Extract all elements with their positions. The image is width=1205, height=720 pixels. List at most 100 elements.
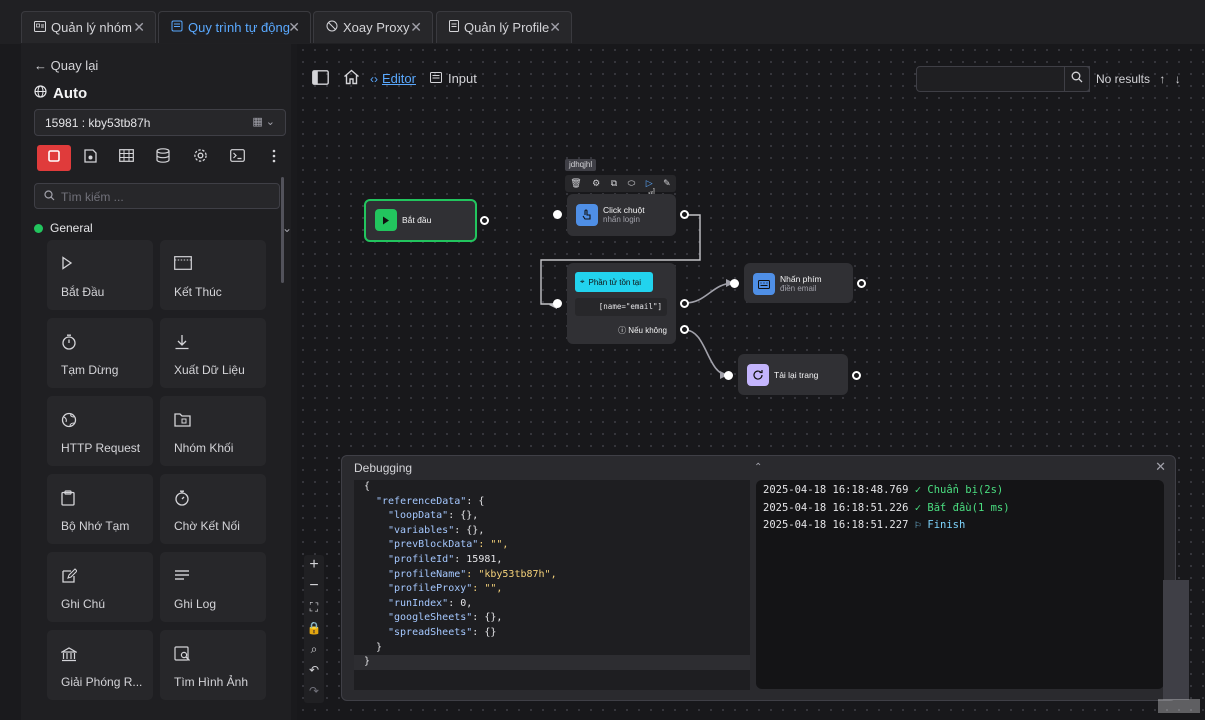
tab-xoay-proxy[interactable]: Xoay Proxy ✕ [313, 11, 433, 43]
node-keypress[interactable]: Nhấn phím điền email [744, 263, 853, 303]
workflow-icon [171, 20, 183, 35]
json-value: : {}, [448, 510, 478, 521]
sidebar-toolbar [37, 145, 287, 171]
undo-icon[interactable]: ↶ [305, 661, 323, 679]
json-key: "profileName" [388, 569, 466, 580]
lock-icon[interactable]: 🔒 [305, 619, 323, 637]
zoom-search-icon[interactable]: ⌕ [305, 640, 323, 658]
json-value: : {}, [454, 525, 484, 536]
terminal-button[interactable] [221, 145, 253, 171]
back-button[interactable]: ← Quay lại [34, 58, 98, 73]
node-input-handle[interactable] [730, 279, 739, 288]
json-line: "profileProxy": "", [354, 582, 750, 597]
node-output-handle[interactable] [680, 299, 689, 308]
zoom-out-icon[interactable]: − [305, 577, 323, 595]
gear-icon[interactable]: ⚙ [592, 178, 600, 189]
close-icon[interactable]: ✕ [1155, 459, 1166, 475]
arrow-left-icon: ← [34, 58, 47, 73]
log-entry: 2025-04-18 16:18:51.227 ⚐ Finish [763, 519, 1157, 537]
node-output-handle[interactable] [680, 210, 689, 219]
block-card-xuat-du-lieu[interactable]: Xuất Dữ Liệu [160, 318, 266, 388]
json-line: "profileName": "kby53tb87h", [354, 568, 750, 583]
log-message: Chuẩn bị(2s) [927, 484, 1003, 496]
node-start[interactable]: Bắt đầu [364, 199, 477, 242]
node-output-handle[interactable] [857, 279, 866, 288]
toggle-icon[interactable]: ⬭ [628, 178, 636, 189]
node-else-handle[interactable] [680, 325, 689, 334]
check-icon: ✓ [915, 484, 928, 496]
tab-quy-trinh-tu-dong[interactable]: Quy trình tự động ✕ [158, 11, 311, 43]
record-button[interactable] [37, 145, 71, 171]
more-vertical-icon [272, 149, 276, 168]
edit-pencil-icon[interactable]: ✎ [663, 178, 671, 189]
gear-icon [193, 148, 208, 168]
node-reload-page[interactable]: Tải lại trang [738, 354, 848, 395]
chevron-up-icon[interactable]: ⌃ [754, 462, 762, 473]
group-header-general[interactable]: General ⌄ [34, 221, 280, 235]
debugging-panel: Debugging ⌃ ✕ {"referenceData": {"loopDa… [341, 455, 1176, 701]
tab-quan-ly-nhom[interactable]: Quản lý nhóm ✕ [21, 11, 156, 43]
sidebar-scrollbar[interactable] [281, 177, 284, 283]
json-value: : 0, [448, 598, 472, 609]
block-card-bo-nho-tam[interactable]: Bộ Nhớ Tạm [47, 474, 153, 544]
trash-icon[interactable]: 🗑 [570, 178, 581, 189]
block-card-giai-phong[interactable]: Giải Phóng R... [47, 630, 153, 700]
finish-flag-icon [174, 256, 192, 275]
json-line: "spreadSheets": {} [354, 626, 750, 641]
close-icon[interactable]: ✕ [133, 19, 145, 36]
close-icon[interactable]: ✕ [410, 19, 422, 36]
log-time: 2025-04-18 16:18:48.769 [763, 484, 915, 496]
stopwatch-icon [174, 490, 190, 511]
tab-quan-ly-profile[interactable]: Quản lý Profile ✕ [436, 11, 572, 43]
workflow-canvas[interactable]: ‹› Editor Input No results ↑ ↓ Bắt đầu j… [297, 44, 1205, 720]
close-icon[interactable]: ✕ [549, 19, 561, 36]
json-key: "profileProxy" [388, 583, 472, 594]
reference-data-json[interactable]: {"referenceData": {"loopData": {},"varia… [354, 480, 750, 690]
block-card-cho-ket-noi[interactable]: Chờ Kết Nối [160, 474, 266, 544]
settings-button[interactable] [184, 145, 216, 171]
block-search-input[interactable]: Tìm kiếm ... [34, 183, 280, 209]
close-icon[interactable]: ✕ [288, 19, 300, 36]
minimap[interactable] [1163, 580, 1189, 700]
database-button[interactable] [147, 145, 179, 171]
node-badge: ⌖ Phần tử tồn tại [575, 272, 653, 292]
profile-select[interactable]: 15981 : kby53tb87h ▦ ⌄ [34, 109, 286, 136]
table-button[interactable] [110, 145, 142, 171]
node-output-handle[interactable] [480, 216, 489, 225]
fit-view-icon[interactable]: ⛶ [305, 598, 323, 616]
zoom-in-icon[interactable]: + [305, 556, 323, 574]
node-input-handle[interactable] [553, 299, 562, 308]
node-output-handle[interactable] [852, 371, 861, 380]
block-card-ghi-log[interactable]: Ghi Log [160, 552, 266, 622]
json-line: { [354, 480, 750, 495]
more-button[interactable] [258, 145, 290, 171]
block-card-tam-dung[interactable]: Tạm Dừng [47, 318, 153, 388]
globe-icon [61, 412, 77, 433]
duplicate-icon[interactable]: ⧉ [611, 178, 617, 189]
check-icon: ✓ [915, 502, 928, 514]
clipboard-icon [61, 490, 75, 511]
json-line: "profileId": 15981, [354, 553, 750, 568]
node-input-handle[interactable] [553, 210, 562, 219]
json-value: : {} [472, 627, 496, 638]
node-element-exists[interactable]: ⌖ Phần tử tồn tại [name="email"] ⓘ Nếu k… [567, 263, 676, 344]
block-card-nhom-khoi[interactable]: Nhóm Khối [160, 396, 266, 466]
block-card-http-request[interactable]: HTTP Request [47, 396, 153, 466]
bank-icon [61, 646, 77, 667]
block-card-tim-hinh-anh[interactable]: Tìm Hình Ảnh [160, 630, 266, 700]
debug-log[interactable]: 2025-04-18 16:18:48.769 ✓ Chuẩn bị(2s)20… [756, 480, 1164, 689]
log-entry: 2025-04-18 16:18:48.769 ✓ Chuẩn bị(2s) [763, 484, 1157, 502]
block-sidebar: ← Quay lại Auto 15981 : kby53tb87h ▦ ⌄ [21, 44, 291, 720]
node-click-mouse[interactable]: Click chuột nhấn login [567, 194, 676, 236]
block-card-ghi-chu[interactable]: Ghi Chú [47, 552, 153, 622]
block-card-ket-thuc[interactable]: Kết Thúc [160, 240, 266, 310]
reload-icon [747, 364, 769, 386]
info-icon: ⓘ [618, 326, 626, 335]
log-message: Finish [927, 519, 965, 531]
block-card-bat-dau[interactable]: Bắt Đầu [47, 240, 153, 310]
redo-icon[interactable]: ↷ [305, 682, 323, 700]
log-time: 2025-04-18 16:18:51.227 [763, 519, 915, 531]
id-card-icon [34, 21, 46, 35]
node-input-handle[interactable] [724, 371, 733, 380]
save-button[interactable] [74, 145, 106, 171]
